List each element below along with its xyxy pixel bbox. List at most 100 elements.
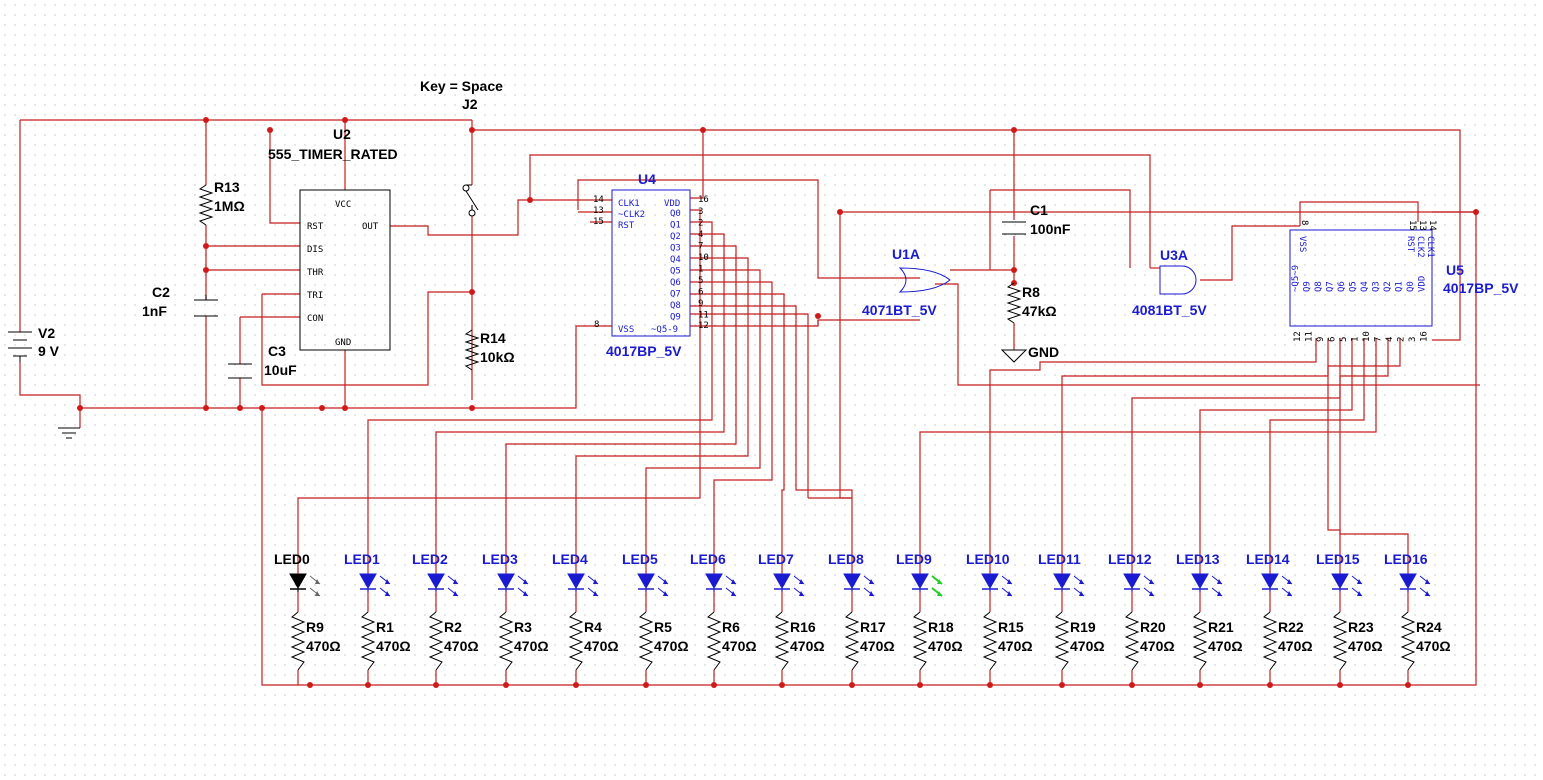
resistor-value-16: 470Ω bbox=[1416, 638, 1451, 654]
u5-bottom-num-0: 12 bbox=[1293, 331, 1303, 342]
u5-bottom-num-3: 6 bbox=[1328, 337, 1338, 342]
u4-output-q3: Q3 bbox=[670, 244, 681, 254]
resistor-r13[interactable]: R13 1MΩ bbox=[198, 179, 245, 226]
resistor-ref-13: R21 bbox=[1208, 619, 1234, 635]
u1a-type: 4071BT_5V bbox=[862, 302, 937, 318]
r8-value: 47kΩ bbox=[1022, 303, 1057, 319]
c3-value: 10uF bbox=[264, 362, 297, 378]
led-label-14: LED14 bbox=[1246, 551, 1290, 567]
resistor-r8[interactable]: R8 47kΩ bbox=[1006, 282, 1057, 324]
capacitor-c2[interactable]: C2 1nF bbox=[142, 284, 218, 319]
u5-top-pin-rst: RST bbox=[1405, 236, 1415, 253]
u5-bottom-pin-1: Q9 bbox=[1303, 281, 1313, 292]
u4-clk1: CLK1 bbox=[618, 199, 640, 209]
led-diode-14 bbox=[1261, 573, 1279, 590]
switch-j2[interactable] bbox=[462, 184, 479, 217]
gate-u3a-and[interactable]: U3A 4081BT_5V bbox=[1132, 247, 1207, 318]
led-label-3: LED3 bbox=[482, 551, 518, 567]
led-resistor-2 bbox=[428, 611, 444, 671]
resistor-ref-6: R6 bbox=[722, 619, 740, 635]
u5-type: 4017BP_5V bbox=[1443, 280, 1519, 296]
battery-v2[interactable]: V2 9 V bbox=[8, 325, 60, 362]
ground-symbol-r8: GND bbox=[1000, 344, 1059, 363]
resistor-value-4: 470Ω bbox=[584, 638, 619, 654]
u4-pin12: 12 bbox=[698, 321, 709, 331]
v2-value: 9 V bbox=[38, 343, 60, 359]
u4-output-num-2: 4 bbox=[698, 230, 703, 240]
u5-bottom-num-11: 16 bbox=[1420, 331, 1430, 342]
resistor-ref-5: R5 bbox=[654, 619, 672, 635]
resistor-value-9: 470Ω bbox=[928, 638, 963, 654]
led-label-13: LED13 bbox=[1176, 551, 1220, 567]
u5-top-pin-vss: VSS bbox=[1297, 236, 1307, 252]
resistor-ref-2: R2 bbox=[444, 619, 462, 635]
resistor-value-11: 470Ω bbox=[1070, 638, 1105, 654]
capacitor-c1[interactable]: C1 100nF bbox=[1002, 202, 1071, 237]
resistor-value-1: 470Ω bbox=[376, 638, 411, 654]
ic-u4-4017[interactable]: U4 4017BP_5V 14 13 15 8 CLK1 ~CLK2 RST V… bbox=[593, 171, 709, 359]
u5-bottom-num-6: 10 bbox=[1362, 331, 1372, 342]
led-resistor-6 bbox=[706, 611, 722, 671]
u4-output-num-1: 2 bbox=[698, 219, 703, 229]
resistor-value-15: 470Ω bbox=[1348, 638, 1383, 654]
u2-pin-thr: THR bbox=[307, 268, 324, 278]
u4-pin15: 15 bbox=[593, 217, 604, 227]
u5-bottom-pin-9: Q1 bbox=[1395, 281, 1405, 292]
led-diode-9 bbox=[911, 573, 929, 590]
gate-u1a-or[interactable]: U1A 4071BT_5V bbox=[862, 246, 951, 318]
u4-pin16: 16 bbox=[698, 195, 709, 205]
u5-bottom-pin-5: Q5 bbox=[1349, 281, 1359, 292]
u5-bottom-pin-6: Q4 bbox=[1360, 281, 1370, 292]
u4-output-q9: Q9 bbox=[670, 313, 681, 323]
u4-output-num-0: 3 bbox=[698, 207, 703, 217]
u5-bottom-num-7: 7 bbox=[1374, 337, 1384, 342]
u4-type: 4017BP_5V bbox=[606, 343, 682, 359]
u5-bottom-num-10: 3 bbox=[1408, 337, 1418, 342]
c2-ref: C2 bbox=[152, 284, 170, 300]
led-resistor-9 bbox=[912, 611, 928, 671]
capacitor-c3[interactable]: C3 10uF bbox=[228, 343, 297, 379]
resistor-value-0: 470Ω bbox=[306, 638, 341, 654]
led-resistor-0 bbox=[290, 611, 306, 671]
u2-pin-out: OUT bbox=[362, 222, 379, 232]
led-label-11: LED11 bbox=[1038, 551, 1081, 567]
resistor-value-10: 470Ω bbox=[998, 638, 1033, 654]
resistor-value-12: 470Ω bbox=[1140, 638, 1175, 654]
led-diode-13 bbox=[1191, 573, 1209, 590]
u4-pin14: 14 bbox=[593, 195, 604, 205]
u2-pin-gnd: GND bbox=[335, 338, 351, 348]
resistor-r14[interactable]: R14 10kΩ bbox=[464, 329, 515, 371]
led-resistor-3 bbox=[498, 611, 514, 671]
u2-pin-dis: DIS bbox=[307, 245, 323, 255]
led-diode-10 bbox=[981, 573, 999, 590]
u5-bottom-pin-10: Q0 bbox=[1406, 281, 1416, 292]
led-diode-4 bbox=[567, 573, 585, 590]
resistor-ref-14: R22 bbox=[1278, 619, 1304, 635]
resistor-value-5: 470Ω bbox=[654, 638, 689, 654]
led-resistor-13 bbox=[1192, 611, 1208, 671]
u4-output-num-8: 9 bbox=[698, 299, 703, 309]
resistor-ref-1: R1 bbox=[376, 619, 394, 635]
led-resistor-4 bbox=[568, 611, 584, 671]
ic-u2-555-timer[interactable]: U2 555_TIMER_RATED VCC RST OUT DIS THR T… bbox=[268, 126, 398, 351]
led-label-6: LED6 bbox=[690, 551, 726, 567]
